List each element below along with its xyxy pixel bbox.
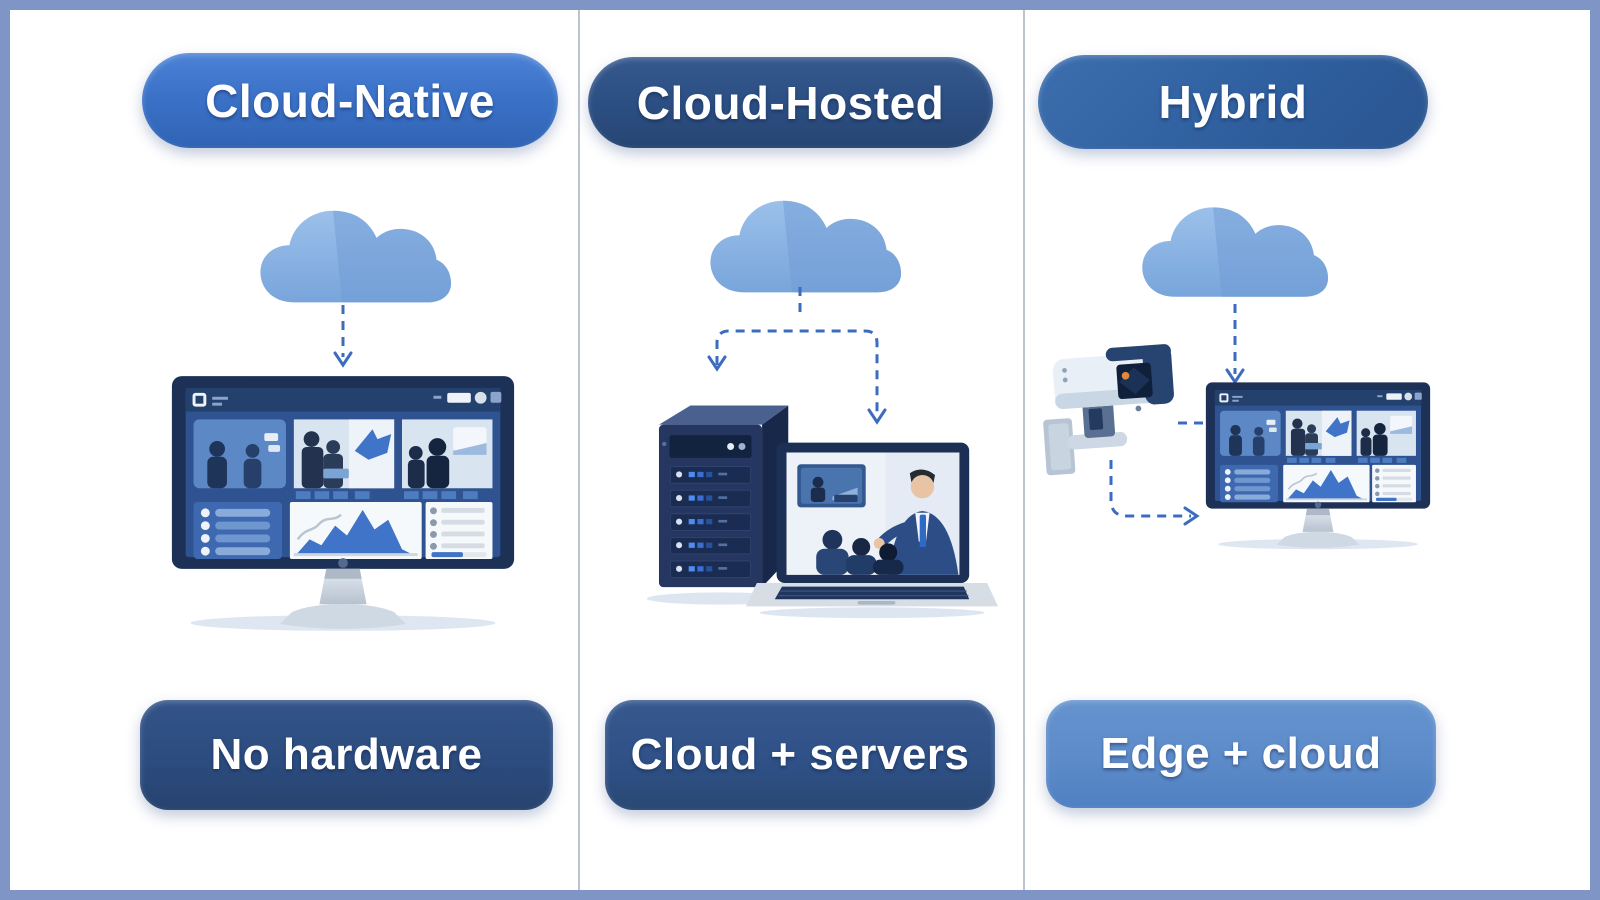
column-hybrid: Hybrid Edge + cloud [1025, 10, 1590, 890]
header-label: Hybrid [1158, 76, 1308, 128]
footer-label: Cloud + servers [630, 730, 970, 779]
arrow-cloud-to-monitor [1225, 304, 1245, 385]
cloud-icon [1125, 195, 1340, 310]
monitor-dashboard-illustration [1202, 381, 1434, 550]
header-pill-cloud-hosted: Cloud-Hosted [588, 57, 993, 148]
footer-label: Edge + cloud [1100, 729, 1382, 778]
header-label: Cloud-Native [205, 74, 495, 127]
column-divider [1023, 10, 1025, 890]
header-pill-cloud-native: Cloud-Native [142, 53, 558, 148]
column-cloud-native: Cloud-Native No hardware [10, 10, 578, 890]
arrow-cloud-to-monitor [333, 305, 353, 368]
footer-pill-edge-cloud: Edge + cloud [1046, 700, 1436, 808]
laptop-video-call-illustration [746, 438, 998, 620]
monitor-dashboard-illustration [166, 374, 520, 632]
footer-label: No hardware [210, 730, 483, 779]
header-label: Cloud-Hosted [636, 76, 945, 129]
arrow-camera-down-to-monitor [1109, 460, 1200, 526]
cloud-icon [248, 198, 458, 316]
footer-pill-no-hardware: No hardware [140, 700, 553, 810]
footer-pill-cloud-servers: Cloud + servers [605, 700, 995, 810]
column-divider [578, 10, 580, 890]
header-pill-hybrid: Hybrid [1038, 55, 1428, 149]
arrow-cloud-to-server-and-laptop [707, 287, 887, 425]
column-cloud-hosted: Cloud-Hosted Cloud + servers [578, 10, 1023, 890]
